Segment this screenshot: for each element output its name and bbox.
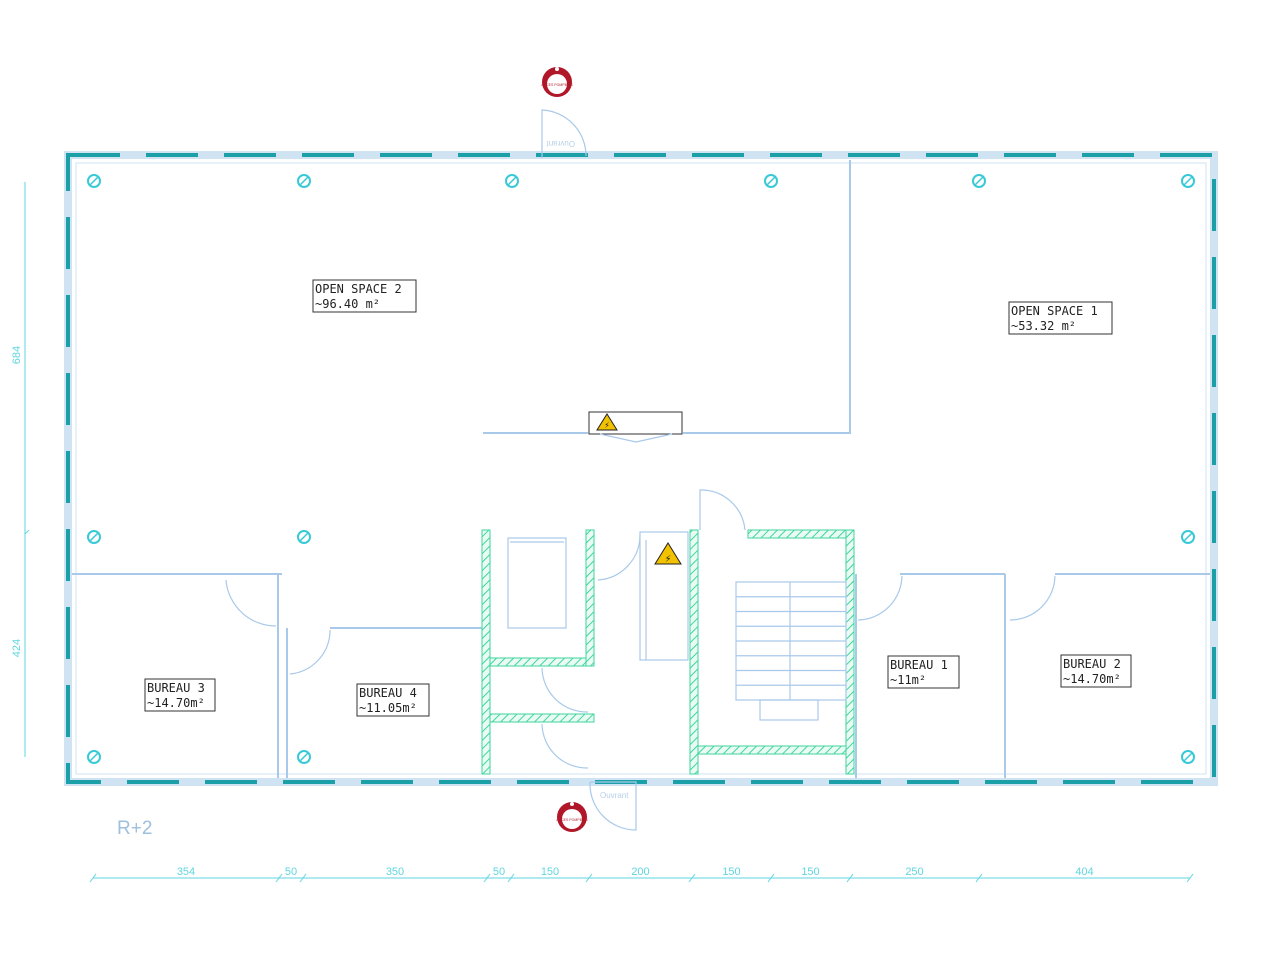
column-icon: [87, 750, 101, 764]
room-area: ~11m²: [890, 673, 926, 687]
staircase-icon: [735, 581, 847, 721]
dimension-tick: [299, 873, 307, 883]
dimension-label: 150: [801, 866, 819, 878]
svg-text:ACCES POMPIERS: ACCES POMPIERS: [556, 818, 588, 822]
room-area: ~11.05m²: [359, 701, 417, 715]
door-label: Ouvrant: [600, 791, 629, 800]
dimension-tick: [767, 873, 775, 883]
level-label: R+2: [117, 818, 152, 839]
interior-walls: [72, 160, 1210, 778]
room-label: BUREAU 1~11m²: [887, 655, 960, 689]
dimension-tick: [483, 873, 491, 883]
dimension-label: 684: [11, 346, 23, 364]
column-icon: [297, 530, 311, 544]
columns: [87, 174, 1195, 764]
bottom-door[interactable]: Ouvrant: [589, 781, 637, 831]
dimension-label: 150: [541, 866, 559, 878]
room-area: ~14.70m²: [147, 696, 205, 710]
column-icon: [87, 174, 101, 188]
electrical-hazard-icon: ⚡: [654, 542, 682, 565]
room-label: BUREAU 2~14.70m²: [1060, 654, 1132, 688]
dimension-label: 50: [285, 866, 297, 878]
room-name: BUREAU 3: [147, 681, 205, 695]
door-label: Ouvrant: [546, 139, 575, 148]
dimension-label: 250: [905, 866, 923, 878]
column-icon: [505, 174, 519, 188]
column-icon: [1181, 750, 1195, 764]
room-label: OPEN SPACE 2~96.40 m²: [312, 279, 417, 313]
vertical-dimension-line: 684 424: [11, 182, 30, 757]
dimension-tick: [585, 873, 593, 883]
dimension-label: 404: [1075, 866, 1093, 878]
top-door[interactable]: Ouvrant: [541, 109, 587, 158]
fire-access-tag-icon: ACCES POMPIERS: [541, 67, 573, 97]
dimension-tick: [688, 873, 696, 883]
room-label: BUREAU 3~14.70m²: [144, 678, 216, 712]
room-name: BUREAU 2: [1063, 657, 1121, 671]
column-icon: [1181, 174, 1195, 188]
column-icon: [297, 750, 311, 764]
dimension-tick: [275, 873, 283, 883]
room-label: OPEN SPACE 1~53.32 m²: [1008, 301, 1113, 335]
dimension-label: 350: [386, 866, 404, 878]
column-icon: [972, 174, 986, 188]
room-name: BUREAU 4: [359, 686, 417, 700]
dimension-label: 354: [177, 866, 195, 878]
column-icon: [1181, 530, 1195, 544]
column-icon: [764, 174, 778, 188]
svg-text:⚡: ⚡: [665, 552, 672, 565]
horizontal-dimension-line: 354 50 350 50 150 200 150 150 250 404: [89, 866, 1194, 883]
dimension-label: 424: [11, 639, 23, 657]
dimension-label: 50: [493, 866, 505, 878]
room-name: BUREAU 1: [890, 658, 948, 672]
room-area: ~14.70m²: [1063, 672, 1121, 686]
outer-wall: [64, 151, 1218, 786]
room-area: ~53.32 m²: [1011, 319, 1076, 333]
room-label: BUREAU 4~11.05m²: [356, 683, 430, 717]
fire-access-tag-icon: ACCES POMPIERS: [556, 802, 588, 832]
dimension-label: 150: [722, 866, 740, 878]
dimension-tick: [846, 873, 854, 883]
room-area: ~96.40 m²: [315, 297, 380, 311]
column-icon: [297, 174, 311, 188]
svg-text:ACCES POMPIERS: ACCES POMPIERS: [541, 83, 573, 87]
dimension-label: 200: [631, 866, 649, 878]
dimension-tick: [507, 873, 515, 883]
svg-text:⚡: ⚡: [604, 421, 609, 431]
dimension-tick: [975, 873, 983, 883]
room-name: OPEN SPACE 2: [315, 282, 402, 296]
core-walls: [481, 529, 855, 775]
column-icon: [87, 530, 101, 544]
dimension-tick: [89, 873, 97, 883]
electrical-hazard-icon: ⚡: [596, 413, 618, 431]
room-name: OPEN SPACE 1: [1011, 304, 1098, 318]
dimension-tick: [1186, 873, 1194, 883]
